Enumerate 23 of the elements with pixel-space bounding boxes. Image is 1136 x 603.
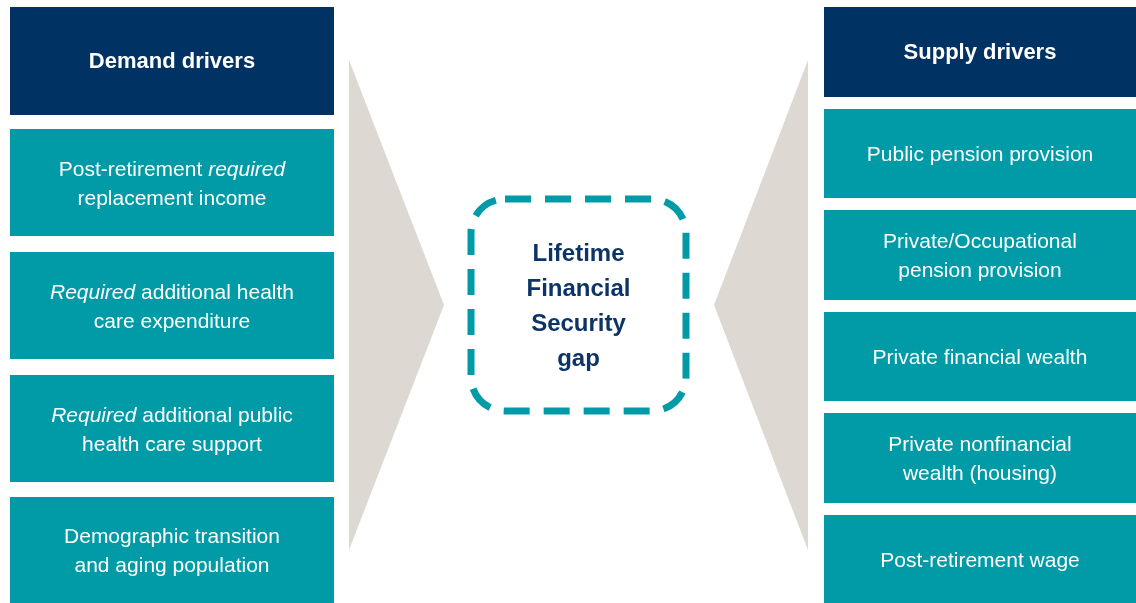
driver-label: Required additional health care expenditure bbox=[49, 278, 295, 334]
driver-box bbox=[824, 413, 1136, 503]
driver-label: Post-retirement wage bbox=[880, 546, 1080, 573]
header-box bbox=[10, 7, 334, 115]
driver-label: Post-retirement required replacement income bbox=[57, 155, 287, 211]
center-title: Lifetime Financial Security gap bbox=[525, 238, 632, 373]
driver-box bbox=[824, 312, 1136, 401]
driver-label: Private financial wealth bbox=[872, 344, 1088, 370]
driver-label: Required additional public health care support bbox=[50, 401, 294, 457]
column-heading: Demand drivers bbox=[88, 48, 256, 74]
driver-label: Private/Occupational pension provision bbox=[882, 228, 1078, 283]
driver-box bbox=[824, 210, 1136, 300]
header-box bbox=[824, 7, 1136, 97]
driver-box bbox=[824, 109, 1136, 198]
driver-box bbox=[824, 515, 1136, 603]
driver-box bbox=[10, 497, 334, 603]
driver-box bbox=[10, 375, 334, 482]
driver-label: Demographic transition and aging population bbox=[63, 523, 281, 578]
column-heading: Supply drivers bbox=[903, 39, 1057, 65]
driver-label: Public pension provision bbox=[866, 141, 1094, 167]
driver-label: Private nonfinancial wealth (housing) bbox=[887, 431, 1073, 486]
driver-box bbox=[10, 129, 334, 236]
driver-box bbox=[10, 252, 334, 359]
